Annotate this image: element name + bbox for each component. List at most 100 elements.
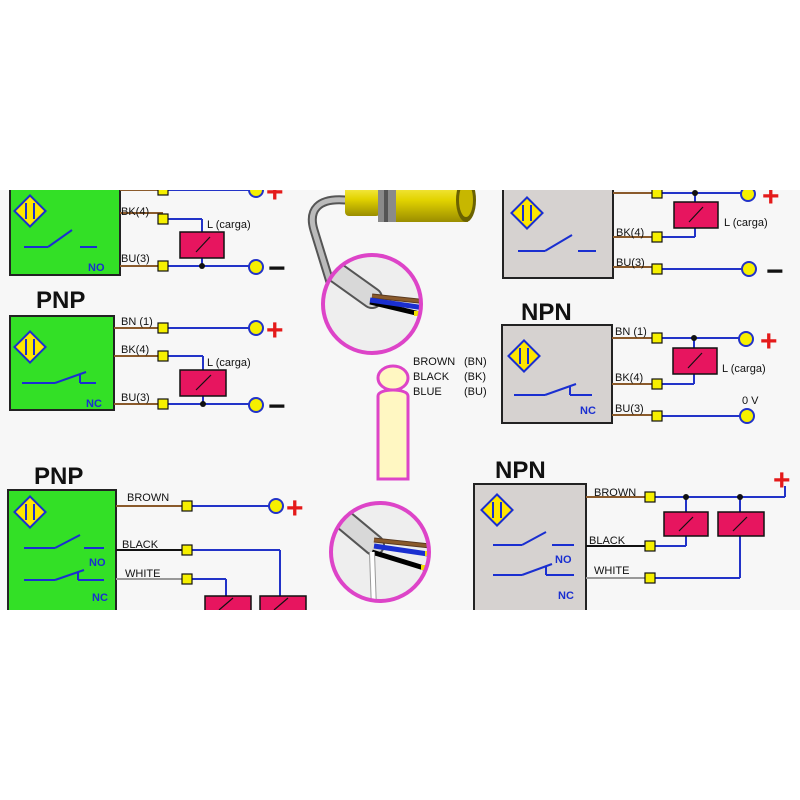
panel-pnp-nc: PNP NC [9,287,286,423]
wire-label-bn: BN (1) [615,326,647,338]
panel-pnp-no-nc: PNP NO NC [7,463,307,610]
wiring-diagram-svg: NO BK(4) BU(3) L (carga) [7,190,791,610]
wire-label-black: BLACK [589,535,626,547]
wire-label-black: BLACK [122,539,159,551]
terminal-icon [181,500,193,512]
panel-npn-nc: NPN NC [501,299,778,424]
load-label: L (carga) [722,363,766,375]
load-label: L (carga) [724,217,768,229]
sensor-icon [510,196,544,230]
contact-type-label: NO [555,554,572,566]
supply-terminal-icon [738,331,754,347]
switch-contact-icon [518,234,596,252]
load-coil-icon [717,511,765,537]
switch-contact-icon [24,534,104,581]
contact-type-label: NC [92,592,108,604]
diagram-band: NO BK(4) BU(3) L (carga) [0,190,800,610]
supply-terminal-icon [248,320,264,336]
load-label: L (carga) [207,219,251,231]
proximity-sensor-icon [308,190,476,287]
sensor-body-grey [501,324,613,424]
terminal-icon [644,540,656,552]
sensor-icon [480,493,514,527]
sensor-icon [13,194,47,228]
terminal-icon [181,544,193,556]
terminal-icon [651,410,663,422]
supply-terminal-icon [248,259,264,275]
cable-magnifier-icon [321,253,431,603]
legend-code: (BK) [464,371,486,383]
terminal-icon [157,398,169,410]
contact-type-label: NC [558,590,574,602]
switch-contact-icon [514,383,592,396]
sensor-icon [13,495,47,529]
npn-title: NPN [521,299,572,326]
pnp-title: PNP [34,463,83,490]
terminal-icon [157,350,169,362]
terminal-icon [157,213,169,225]
terminal-icon [157,322,169,334]
minus-sign: − [268,390,286,423]
npn-title: NPN [495,457,546,484]
wire-label-bk: BK(4) [121,344,149,356]
zero-volt-label: 0 V [742,395,759,407]
legend-color: BLUE [413,386,442,398]
terminal-icon [157,190,169,196]
terminal-icon [644,572,656,584]
wire-label-bn: BN (1) [121,316,153,328]
plus-sign: + [762,190,780,213]
wire-label-bu: BU(3) [121,253,150,265]
minus-sign: − [766,255,784,288]
supply-terminal-icon [739,408,755,424]
contact-type-label: NO [88,262,105,274]
terminal-icon [651,190,663,199]
legend-code: (BN) [464,356,487,368]
legend-color: BLACK [413,371,450,383]
contact-type-label: NO [89,557,106,569]
terminal-icon [644,491,656,503]
wire-label-brown: BROWN [594,487,636,499]
legend-color: BROWN [413,356,455,368]
terminal-icon [651,263,663,275]
terminal-icon [651,378,663,390]
contact-type-label: NC [580,405,596,417]
terminal-icon [181,573,193,585]
plus-sign: + [266,314,284,347]
wire-label-white: WHITE [594,565,629,577]
legend-code: (BU) [464,386,487,398]
terminal-icon [651,332,663,344]
wire-label-bk: BK(4) [615,372,643,384]
wire-label-white: WHITE [125,568,160,580]
terminal-icon [651,231,663,243]
plus-sign: + [266,190,284,209]
wire-label-brown: BROWN [127,492,169,504]
minus-sign: − [268,252,286,285]
contact-type-label: NC [86,398,102,410]
terminal-icon [157,260,169,272]
pnp-title: PNP [36,287,85,314]
supply-terminal-icon [268,498,284,514]
sensor-body-green [9,315,115,411]
sensor-icon [13,330,47,364]
load-label: L (carga) [207,357,251,369]
panel-pnp-no-top: NO BK(4) BU(3) L (carga) [9,190,286,285]
plus-sign: + [773,464,791,497]
panel-npn-no-top: BK(4) BU(3) L (carga) + − [502,190,784,288]
panel-npn-no-nc: NPN NO NC [473,457,791,610]
wire-color-legend: BROWN (BN) BLACK (BK) BLUE (BU) [413,356,487,398]
switch-contact-icon [493,531,574,576]
supply-terminal-icon [248,190,264,198]
wire-label-bk: BK(4) [121,206,149,218]
switch-contact-icon [22,371,96,384]
plus-sign: + [286,492,304,525]
wire-label-bk: BK(4) [616,227,644,239]
switch-contact-icon [24,229,97,248]
sensor-body-grey [502,190,614,279]
supply-terminal-icon [740,190,756,202]
sensor-icon [507,339,541,373]
supply-terminal-icon [248,397,264,413]
wire-label-bu: BU(3) [616,257,645,269]
wire-label-bu: BU(3) [121,392,150,404]
supply-terminal-icon [741,261,757,277]
